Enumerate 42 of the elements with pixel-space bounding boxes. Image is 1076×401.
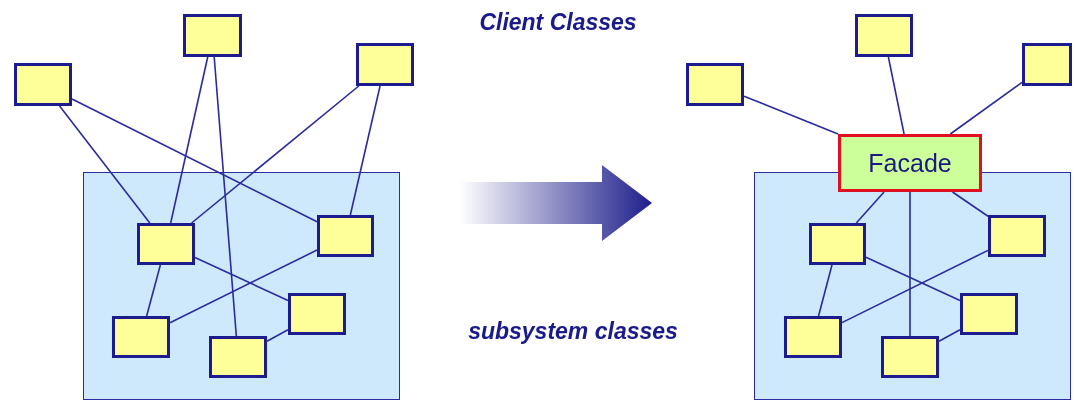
connector-line — [169, 249, 318, 324]
class-box — [881, 336, 939, 378]
section-heading: Client Classes — [479, 8, 637, 36]
class-box — [137, 223, 195, 265]
class-box — [960, 293, 1018, 335]
connector-line — [887, 56, 905, 135]
connector-line — [949, 81, 1023, 135]
connector-line — [190, 85, 360, 224]
subsystem-panel — [754, 172, 1071, 400]
connector-line — [169, 56, 209, 224]
class-box — [288, 293, 346, 335]
connector-line — [71, 98, 318, 223]
connector-line — [855, 191, 885, 224]
class-box — [14, 63, 72, 106]
class-box — [183, 14, 242, 57]
section-heading: subsystem classes — [468, 317, 678, 345]
connector-line — [194, 256, 289, 302]
connector-line — [841, 249, 989, 324]
connector-line — [817, 264, 833, 317]
class-box — [988, 215, 1046, 257]
class-box — [809, 223, 866, 265]
connector-line — [213, 56, 238, 337]
class-box — [317, 215, 374, 257]
connector-line — [145, 264, 162, 317]
connector-line — [743, 95, 839, 135]
subsystem-panel — [83, 172, 400, 400]
connector-line — [58, 105, 151, 224]
class-box — [112, 316, 170, 358]
connector-line — [865, 256, 961, 302]
connector-line — [266, 328, 289, 343]
connector-line — [938, 328, 961, 343]
class-box — [1022, 43, 1072, 86]
connector-line — [909, 191, 911, 337]
class-box — [855, 14, 913, 57]
facade-box — [838, 134, 982, 192]
connector-line — [951, 191, 989, 217]
node-label: Facade — [868, 148, 952, 178]
class-box — [784, 316, 842, 358]
class-box — [356, 43, 414, 86]
connector-line — [349, 85, 381, 216]
class-box — [209, 336, 267, 378]
class-box — [686, 63, 744, 106]
